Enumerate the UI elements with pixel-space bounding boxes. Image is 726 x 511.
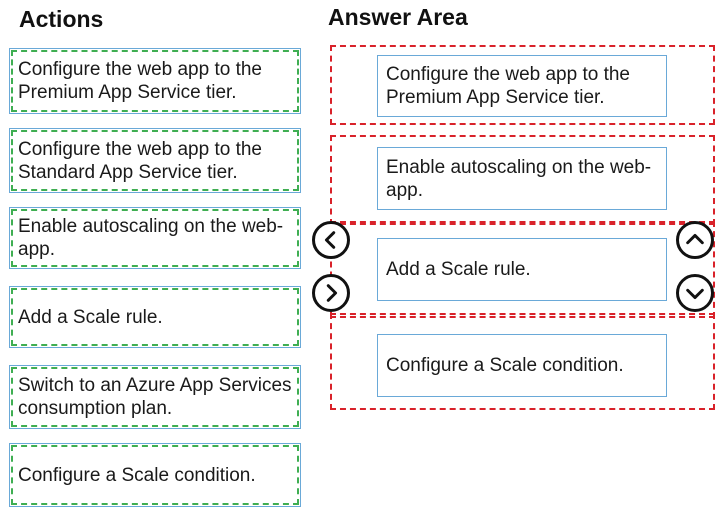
action-item-scale-condition[interactable]: Configure a Scale condition. [9,443,301,507]
action-item-add-scale-rule[interactable]: Add a Scale rule. [9,286,301,348]
chevron-up-icon [686,233,704,245]
answer-item-label: Add a Scale rule. [386,259,531,280]
action-item-label: Enable autoscaling on the web-app. [18,216,284,260]
answer-area-heading: Answer Area [328,4,468,30]
chevron-right-icon [326,284,338,302]
move-right-button[interactable] [312,274,350,312]
action-item-label: Switch to an Azure App Services consumpt… [18,375,292,419]
answer-item-label: Enable autoscaling on the web-app. [386,156,652,201]
action-item-standard-tier[interactable]: Configure the web app to the Standard Ap… [9,128,301,193]
answer-zone-3[interactable] [330,221,715,318]
answer-item-premium-tier[interactable]: Configure the web app to the Premium App… [377,55,667,117]
answer-zone-1[interactable] [330,45,715,125]
action-item-consumption-plan[interactable]: Switch to an Azure App Services consumpt… [9,365,301,429]
action-item-label: Configure a Scale condition. [18,464,256,486]
answer-zone-2[interactable] [330,135,715,225]
move-left-button[interactable] [312,221,350,259]
answer-item-label: Configure the web app to the Premium App… [386,64,631,108]
action-item-premium-tier[interactable]: Configure the web app to the Premium App… [9,48,301,114]
action-item-label: Add a Scale rule. [18,306,163,328]
action-item-label: Configure the web app to the Premium App… [18,59,263,103]
chevron-down-icon [686,288,704,300]
move-down-button[interactable] [676,274,714,312]
chevron-left-icon [324,231,336,249]
answer-item-scale-condition[interactable]: Configure a Scale condition. [377,334,667,397]
answer-item-add-scale-rule[interactable]: Add a Scale rule. [377,238,667,301]
action-item-enable-autoscaling[interactable]: Enable autoscaling on the web-app. [9,207,301,269]
answer-zone-4[interactable] [330,313,715,410]
action-item-label: Configure the web app to the Standard Ap… [18,138,263,183]
move-up-button[interactable] [676,221,714,259]
answer-item-enable-autoscaling[interactable]: Enable autoscaling on the web-app. [377,147,667,210]
actions-heading: Actions [19,6,104,32]
answer-item-label: Configure a Scale condition. [386,355,624,376]
